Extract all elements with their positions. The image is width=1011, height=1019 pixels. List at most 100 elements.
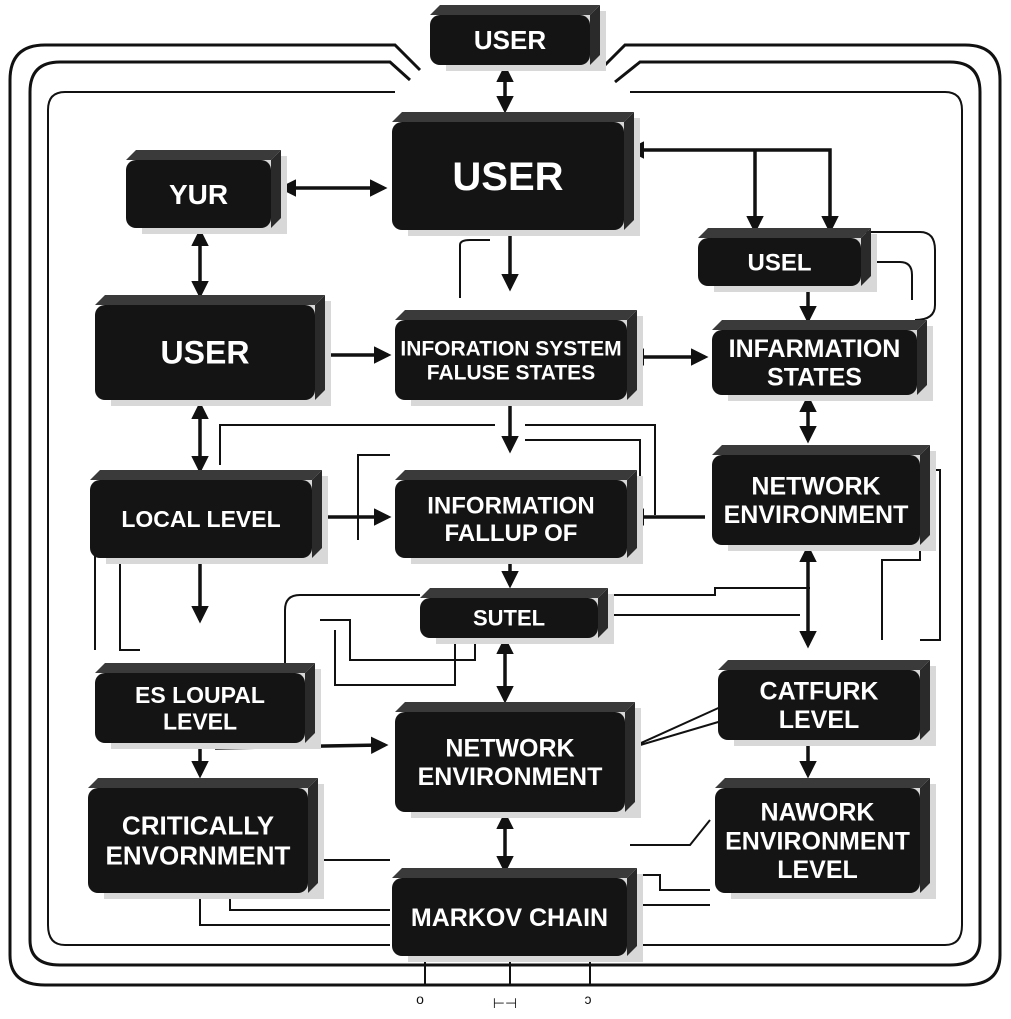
node-top bbox=[90, 470, 322, 480]
node-layer: USER USER YUR USEL USER INFORATION SYSTEMFALU… bbox=[88, 5, 936, 962]
node-top bbox=[395, 470, 637, 480]
bottom-mark-center: ⊢⊣ bbox=[493, 995, 517, 1011]
node-label: LEVEL bbox=[779, 706, 860, 734]
node-label: ENVIRONMENT bbox=[418, 763, 603, 791]
node-face bbox=[712, 330, 917, 395]
node-side bbox=[861, 228, 871, 286]
node-label: CATFURK bbox=[760, 677, 879, 705]
node-label: INFORMATION bbox=[427, 493, 595, 520]
node-label: USER bbox=[161, 335, 250, 371]
node-top bbox=[420, 588, 608, 598]
node-top bbox=[88, 778, 318, 788]
node-top bbox=[395, 310, 637, 320]
node-label: NAWORK bbox=[761, 799, 875, 827]
node-top bbox=[126, 150, 281, 160]
node-user-main: USER bbox=[392, 112, 640, 236]
node-label: CRITICALLY bbox=[122, 811, 274, 841]
node-face bbox=[88, 788, 308, 893]
node-user-top: USER bbox=[430, 5, 606, 71]
node-label: ENVORNMENT bbox=[106, 841, 291, 871]
node-face bbox=[95, 673, 305, 743]
node-label: USEL bbox=[747, 249, 811, 276]
node-label: NETWORK bbox=[751, 472, 880, 500]
node-side bbox=[627, 470, 637, 558]
node-sutel: SUTEL bbox=[420, 588, 614, 644]
routing-lines bbox=[94, 231, 941, 985]
node-top bbox=[392, 112, 634, 122]
node-face bbox=[392, 878, 627, 956]
node-side bbox=[271, 150, 281, 228]
node-top bbox=[718, 660, 930, 670]
node-side bbox=[920, 445, 930, 545]
node-label: LEVEL bbox=[777, 856, 858, 884]
node-label: MARKOV CHAIN bbox=[411, 904, 608, 932]
node-side bbox=[312, 470, 322, 558]
node-label: YUR bbox=[169, 179, 228, 210]
node-side bbox=[308, 778, 318, 893]
node-face bbox=[420, 598, 598, 638]
bottom-mark-left: o bbox=[416, 991, 424, 1007]
node-top bbox=[392, 868, 637, 878]
node-side bbox=[624, 112, 634, 230]
node-top bbox=[430, 5, 600, 15]
node-face bbox=[95, 305, 315, 400]
node-face bbox=[392, 122, 624, 230]
node-label: FALLUP OF bbox=[445, 520, 578, 547]
node-face bbox=[718, 670, 920, 740]
node-top bbox=[712, 320, 927, 330]
node-side bbox=[598, 588, 608, 638]
node-top bbox=[712, 445, 930, 455]
node-local-level: LOCAL LEVEL bbox=[90, 470, 328, 564]
node-face bbox=[395, 712, 625, 812]
node-yur: YUR bbox=[126, 150, 287, 234]
node-label: LOCAL LEVEL bbox=[121, 506, 280, 532]
node-label: SUTEL bbox=[473, 606, 545, 631]
node-label: ES LOUPAL bbox=[135, 682, 265, 708]
node-side bbox=[590, 5, 600, 65]
node-side bbox=[917, 320, 927, 395]
node-side bbox=[305, 663, 315, 743]
node-side bbox=[625, 702, 635, 812]
bottom-mark-right: ɔ bbox=[585, 991, 592, 1007]
node-top bbox=[95, 663, 315, 673]
node-label: INFARMATION bbox=[729, 335, 901, 363]
node-label: ENVIRONMENT bbox=[725, 827, 910, 855]
bottom-marks: o ⊢⊣ ɔ bbox=[416, 991, 591, 1011]
node-face bbox=[715, 788, 920, 893]
outer-frame bbox=[8, 43, 1002, 987]
node-label: LEVEL bbox=[163, 708, 237, 734]
node-label: USER bbox=[452, 155, 563, 199]
node-top bbox=[95, 295, 325, 305]
node-side bbox=[315, 295, 325, 400]
node-side bbox=[920, 660, 930, 740]
node-top bbox=[698, 228, 871, 238]
node-face bbox=[395, 320, 627, 400]
node-face bbox=[430, 15, 590, 65]
node-top bbox=[395, 702, 635, 712]
node-label: FALUSE STATES bbox=[427, 361, 595, 384]
node-markov: MARKOV CHAIN bbox=[392, 868, 643, 962]
node-face bbox=[698, 238, 861, 286]
node-face bbox=[126, 160, 271, 228]
node-label: NETWORK bbox=[445, 734, 574, 762]
arrows bbox=[191, 64, 839, 874]
node-user-left: USER bbox=[95, 295, 331, 406]
node-face bbox=[712, 455, 920, 545]
node-side bbox=[920, 778, 930, 893]
node-label: USER bbox=[474, 25, 546, 55]
node-face bbox=[395, 480, 627, 558]
node-side bbox=[627, 310, 637, 400]
node-top bbox=[715, 778, 930, 788]
node-label: STATES bbox=[767, 364, 862, 392]
node-label: ENVIRONMENT bbox=[724, 501, 909, 529]
